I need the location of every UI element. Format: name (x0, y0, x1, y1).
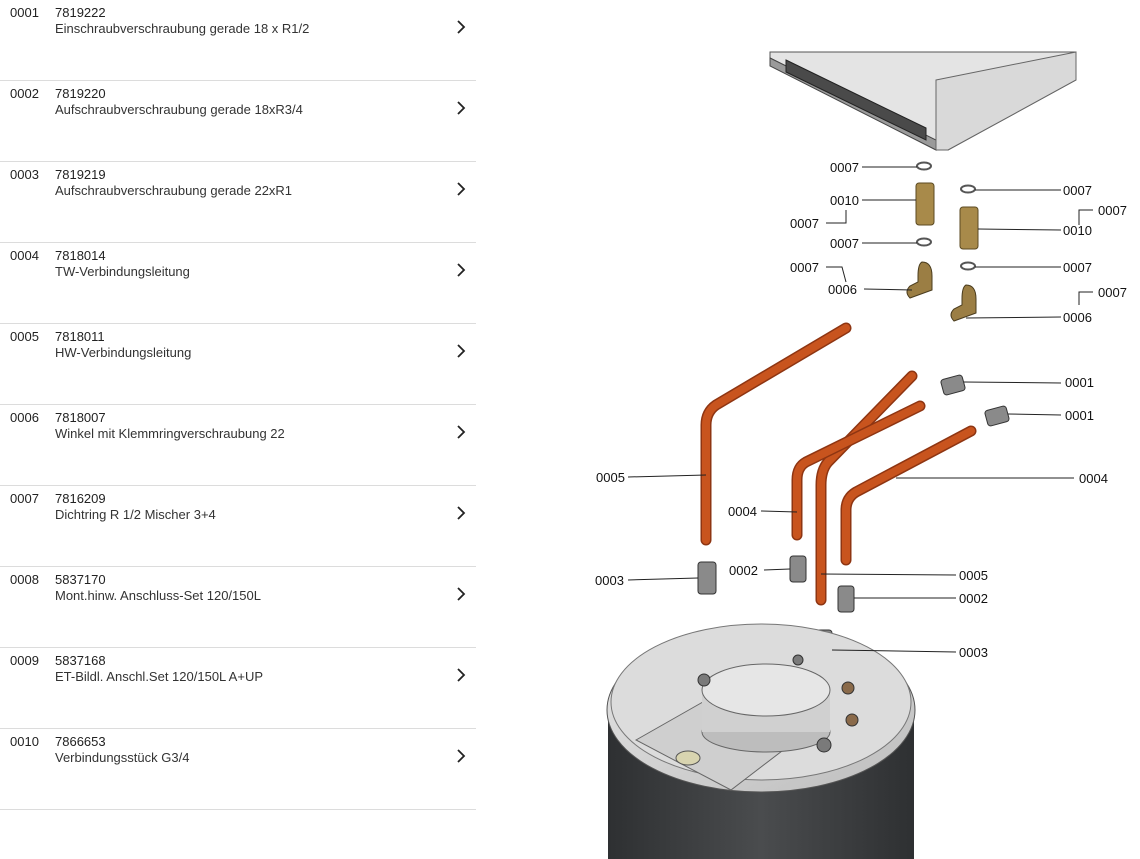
callout-0005: 0005 (596, 470, 625, 485)
part-number: 7819219 (55, 167, 106, 182)
callout-0003: 0003 (595, 573, 624, 588)
chevron-right-icon[interactable] (454, 424, 468, 440)
chevron-right-icon[interactable] (454, 505, 468, 521)
callout-0007: 0007 (1063, 183, 1092, 198)
chevron-right-icon[interactable] (454, 748, 468, 764)
part-description: Aufschraubverschraubung gerade 18xR3/4 (55, 102, 303, 117)
part-number: 5837170 (55, 572, 106, 587)
part-position: 0006 (10, 410, 39, 425)
part-number: 7816209 (55, 491, 106, 506)
callout-0001: 0001 (1065, 408, 1094, 423)
callout-0005: 0005 (959, 568, 988, 583)
part-description: HW-Verbindungsleitung (55, 345, 192, 360)
chevron-right-icon[interactable] (454, 667, 468, 683)
callout-labels: 0007 0010 0007 0007 0007 0006 0007 0007 … (595, 160, 1127, 660)
part-number: 5837168 (55, 653, 106, 668)
part-number: 7818014 (55, 248, 106, 263)
callout-0003: 0003 (959, 645, 988, 660)
part-position: 0009 (10, 653, 39, 668)
callout-0010: 0010 (830, 193, 859, 208)
callout-0004: 0004 (1079, 471, 1108, 486)
callout-0006: 0006 (1063, 310, 1092, 325)
part-position: 0001 (10, 5, 39, 20)
callout-0007: 0007 (790, 216, 819, 231)
part-position: 0007 (10, 491, 39, 506)
part-position: 0003 (10, 167, 39, 182)
fittings-top (906, 161, 1010, 427)
part-description: TW-Verbindungsleitung (55, 264, 190, 279)
part-description: Aufschraubverschraubung gerade 22xR1 (55, 183, 293, 198)
callout-0007: 0007 (830, 236, 859, 251)
callout-0007: 0007 (1063, 260, 1092, 275)
part-number: 7818011 (55, 329, 105, 344)
part-number: 7819222 (55, 5, 106, 20)
part-position: 0008 (10, 572, 39, 587)
part-position: 0005 (10, 329, 39, 344)
part-number: 7818007 (55, 410, 106, 425)
callout-0007: 0007 (790, 260, 819, 275)
part-description: Verbindungsstück G3/4 (55, 750, 190, 765)
part-description: Mont.hinw. Anschluss-Set 120/150L (55, 588, 261, 603)
copper-pipes (700, 322, 977, 606)
leader-lines (627, 166, 1093, 653)
chevron-right-icon[interactable] (454, 100, 468, 116)
part-number: 7866653 (55, 734, 106, 749)
part-position: 0002 (10, 86, 39, 101)
callout-0010: 0010 (1063, 223, 1092, 238)
callout-0002: 0002 (959, 591, 988, 606)
chevron-right-icon[interactable] (454, 19, 468, 35)
part-description: Einschraubverschraubung gerade 18 x R1/2 (55, 21, 310, 36)
chevron-right-icon[interactable] (454, 586, 468, 602)
chevron-right-icon[interactable] (454, 181, 468, 197)
part-number: 7819220 (55, 86, 106, 101)
part-position: 0010 (10, 734, 39, 749)
callout-0002: 0002 (729, 563, 758, 578)
callout-0001: 0001 (1065, 375, 1094, 390)
diagram-svg: 0007 0010 0007 0007 0007 0006 0007 0007 … (595, 51, 1127, 859)
part-description: Winkel mit Klemmringverschraubung 22 (55, 426, 285, 441)
part-description: ET-Bildl. Anschl.Set 120/150L A+UP (55, 669, 264, 684)
chevron-right-icon[interactable] (454, 262, 468, 278)
callout-0006: 0006 (828, 282, 857, 297)
part-description: Dichtring R 1/2 Mischer 3+4 (55, 507, 216, 522)
part-position: 0004 (10, 248, 39, 263)
callout-0007: 0007 (1098, 203, 1127, 218)
callout-0007: 0007 (1098, 285, 1127, 300)
callout-0004: 0004 (728, 504, 757, 519)
exploded-diagram: 0007 0010 0007 0007 0007 0006 0007 0007 … (476, 0, 1140, 859)
storage-tank (606, 623, 916, 859)
callout-0007: 0007 (830, 160, 859, 175)
chevron-right-icon[interactable] (454, 343, 468, 359)
appliance-base (769, 51, 1077, 151)
